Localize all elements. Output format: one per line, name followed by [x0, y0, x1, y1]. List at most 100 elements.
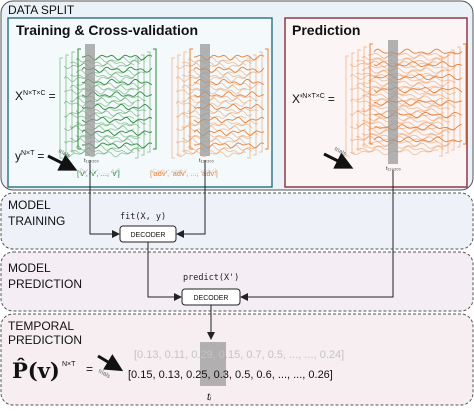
orange-eeg-trace	[181, 135, 253, 142]
prediction-eeg-trace	[367, 114, 457, 121]
green-to-decoder-line	[89, 160, 120, 238]
predict-call: predict(X')	[183, 273, 239, 283]
green-eeg-trace	[63, 75, 135, 82]
orange-eeg-trace	[175, 151, 247, 158]
data-split-label: DATA SPLIT	[8, 3, 75, 17]
orange-eeg-trace	[175, 112, 247, 119]
p-hat-equals: =	[86, 362, 93, 376]
prediction-eeg-frame	[357, 49, 455, 151]
orange-eeg-stack	[171, 48, 269, 159]
orange-labels: ['adv', 'adv', ..., 'adv']	[150, 169, 218, 178]
green-eeg-trace	[69, 97, 141, 104]
green-eeg-trace	[69, 84, 141, 91]
x-prime-label: X'N×T×C=	[292, 92, 335, 106]
prediction-eeg-trace	[361, 142, 451, 149]
t-label-prediction: t₁₁₌₂₀₀	[386, 166, 401, 172]
orange-eeg-trace	[187, 95, 259, 102]
green-eeg-trace	[63, 100, 135, 107]
prediction-eeg-trace	[367, 127, 457, 134]
orange-eeg-trace	[181, 123, 253, 130]
orange-eeg-trace	[175, 125, 247, 132]
orange-eeg-trace	[175, 138, 247, 145]
green-eeg-frame	[77, 48, 157, 150]
time-slice-green	[85, 44, 95, 156]
decoder-to-predict-line	[147, 242, 182, 301]
prob-row-back: [0.13, 0.11, 0.29, 0.15, 0.7, 0.5, ..., …	[134, 349, 344, 361]
trials-arrow-temporal	[97, 354, 124, 372]
orange-eeg-trace	[181, 60, 253, 67]
time-slice-temporal	[200, 342, 226, 386]
y-label: yN×T=	[15, 149, 44, 163]
prob-row-front: [0.15, 0.13, 0.25, 0.3, 0.5, 0.6, ..., .…	[128, 369, 333, 381]
t-label-green: t₁₁₌₂₀₀	[84, 158, 99, 164]
orange-to-decoder-line	[176, 160, 206, 238]
p-hat-sup: N×T	[62, 361, 76, 368]
trials-label-prediction: trials	[333, 146, 347, 157]
green-eeg-trace	[63, 125, 135, 132]
orange-eeg-trace	[187, 69, 259, 76]
prediction-eeg-frame	[363, 46, 461, 148]
orange-eeg-frame	[183, 51, 263, 153]
orange-eeg-trace	[187, 131, 259, 138]
green-eeg-trace	[69, 135, 141, 142]
green-eeg-trace	[63, 112, 135, 119]
time-slice-prediction	[388, 40, 398, 164]
green-eeg-trace	[69, 110, 141, 117]
orange-eeg-trace	[175, 63, 247, 70]
orange-eeg-trace	[181, 84, 253, 91]
green-eeg-frame	[71, 51, 151, 153]
orange-eeg-trace	[187, 82, 259, 89]
prediction-eeg-trace	[355, 108, 445, 115]
orange-eeg-trace	[181, 110, 253, 117]
orange-eeg-trace	[187, 144, 259, 151]
prediction-decoder-label: DECODER	[193, 295, 228, 302]
green-eeg-trace	[69, 60, 141, 67]
green-eeg-trace	[63, 88, 135, 95]
prediction-eeg-trace	[361, 117, 451, 124]
green-eeg-stack	[59, 48, 157, 159]
green-eeg-trace	[69, 147, 141, 155]
fit-call: fit(X, y)	[120, 212, 166, 222]
orange-eeg-trace	[175, 88, 247, 95]
prediction-eeg-trace	[361, 67, 451, 74]
prediction-eeg-trace	[361, 105, 451, 112]
model-training-section	[0, 192, 474, 250]
time-slice-orange	[200, 44, 210, 156]
x-label: XN×T×C=	[15, 89, 56, 103]
prediction-eeg-trace	[361, 54, 451, 61]
temporal-prediction-section	[0, 313, 474, 406]
green-labels-shadow: ['v', 'v', ..., 'v']	[80, 169, 120, 176]
prediction-eeg-trace	[367, 76, 457, 84]
green-eeg-trace	[69, 72, 141, 79]
training-decoder-label: DECODER	[130, 232, 165, 239]
prediction-eeg-trace	[361, 93, 451, 100]
trials-arrow-prediction	[323, 152, 354, 169]
orange-eeg-trace	[181, 97, 253, 104]
prediction-title: Prediction	[292, 22, 360, 38]
prediction-eeg-trace	[355, 70, 445, 77]
prediction-eeg-trace	[355, 121, 445, 128]
trials-label-temporal: trials	[97, 369, 111, 381]
training-cv-title: Training & Cross-validation	[16, 22, 198, 38]
prediction-eeg-trace	[355, 82, 445, 89]
green-eeg-trace	[63, 138, 135, 145]
t-i-label: tᵢ	[207, 392, 212, 403]
prediction-eeg-trace	[361, 80, 451, 87]
prediction-to-decoder-line	[240, 170, 394, 301]
prediction-eeg-trace	[355, 145, 445, 153]
orange-labels-shadow: ['adv', 'adv', ..., 'adv']	[153, 169, 216, 176]
t-label-orange: t₁₁₌₂₀₀	[199, 158, 214, 164]
green-eeg-trace	[63, 63, 135, 70]
prediction-eeg-trace	[355, 95, 445, 102]
orange-eeg-trace	[175, 75, 247, 82]
green-labels: ['v', 'v', ..., 'v']	[77, 169, 120, 178]
model-prediction-section	[0, 251, 474, 312]
prediction-eeg-trace	[355, 58, 445, 65]
prediction-eeg-trace	[361, 129, 451, 136]
prediction-eeg-frame	[369, 43, 467, 145]
